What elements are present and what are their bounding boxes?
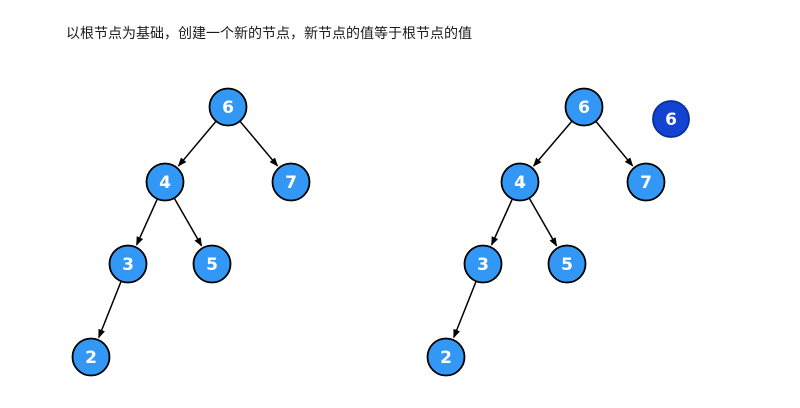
tree-node-label-original-tree-6: 6 <box>222 98 234 118</box>
tree-node-copied-tree-4 <box>500 162 540 202</box>
edge-4-to-5 <box>173 198 203 247</box>
tree-node-label-copied-tree-3: 3 <box>477 255 489 275</box>
tree-node-label-copied-tree-6: 6 <box>578 98 590 118</box>
tree-node-label-original-tree-5: 5 <box>206 255 218 275</box>
copied-tree: 6 4 7 3 5 2 <box>426 87 666 377</box>
tree-node-copied-tree-5 <box>547 244 587 284</box>
tree-node-label-copied-tree-4: 4 <box>514 173 526 193</box>
tree-node-original-tree-2 <box>71 337 111 377</box>
tree-node-original-tree-3 <box>108 244 148 284</box>
original-tree: 6 4 7 3 5 2 <box>71 87 311 377</box>
edge-6-to-7 <box>595 121 634 167</box>
edge-6-to-7 <box>239 121 279 167</box>
tree-node-label-original-tree-2: 2 <box>85 348 97 368</box>
tree-node-copied-tree-7 <box>626 162 666 202</box>
tree-node-label-copied-tree-5: 5 <box>561 255 573 275</box>
tree-node-original-tree-6 <box>208 87 248 127</box>
tree-node-label-copied-tree-7: 7 <box>640 173 652 193</box>
edge-3-to-2 <box>98 281 122 339</box>
tree-node-new-copy <box>652 100 690 138</box>
edge-6-to-4 <box>177 121 217 167</box>
instruction-text: 以根节点为基础，创建一个新的节点，新节点的值等于根节点的值 <box>66 26 472 42</box>
tree-node-original-tree-5 <box>192 244 232 284</box>
edge-4-to-5 <box>528 198 558 247</box>
tree-node-original-tree-4 <box>145 162 185 202</box>
edge-4-to-3 <box>490 199 513 246</box>
tree-node-label-new-copy: 6 <box>665 110 677 130</box>
tree-node-copied-tree-2 <box>426 337 466 377</box>
edge-4-to-3 <box>135 199 158 246</box>
tree-node-label-copied-tree-2: 2 <box>440 348 452 368</box>
tree-node-original-tree-7 <box>271 162 311 202</box>
tree-node-label-original-tree-7: 7 <box>285 173 297 193</box>
tree-node-label-original-tree-4: 4 <box>159 173 171 193</box>
tree-node-copied-tree-3 <box>463 244 503 284</box>
tree-node-copied-tree-6 <box>564 87 604 127</box>
edge-6-to-4 <box>532 120 573 167</box>
tree-node-label-original-tree-3: 3 <box>122 255 134 275</box>
new-root-copy-node: 6 <box>652 100 690 138</box>
edge-3-to-2 <box>453 281 477 339</box>
